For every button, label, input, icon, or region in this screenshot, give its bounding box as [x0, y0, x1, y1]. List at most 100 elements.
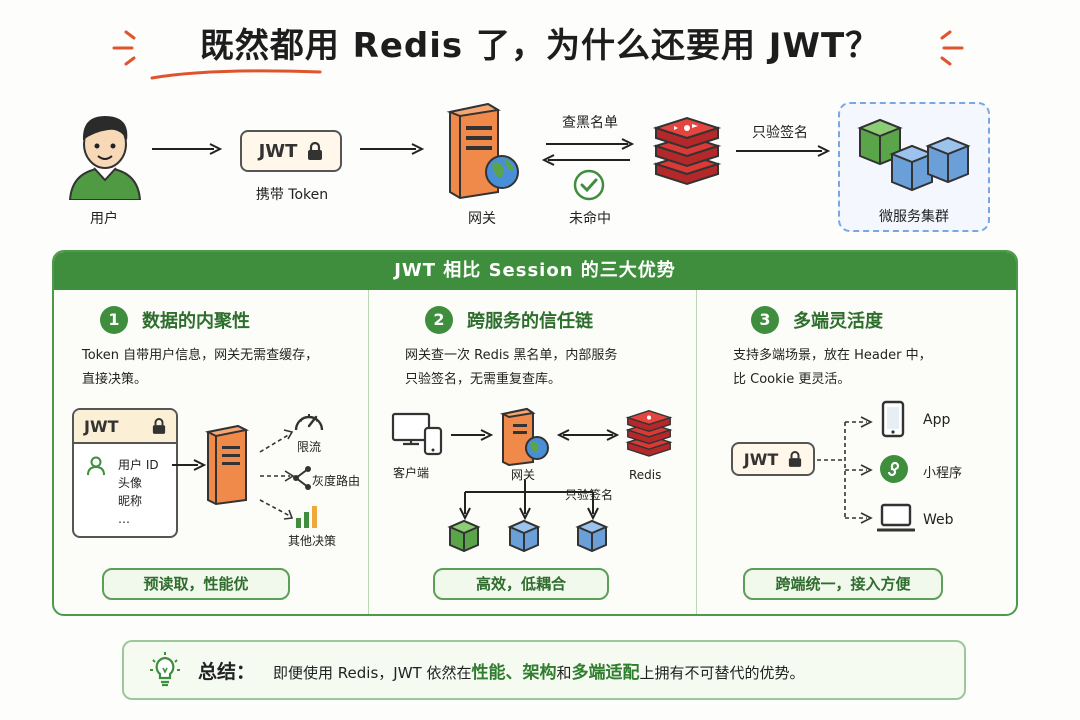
gateway-small-label: 网关: [511, 468, 536, 482]
jwt-payload-card: JWT 用户 ID 头像 昵称 …: [72, 408, 178, 538]
summary-highlight-architecture: 架构: [522, 662, 557, 683]
col1-desc-line2: 直接决策。: [82, 372, 148, 387]
col2-title-text: 跨服务的信任链: [467, 311, 593, 332]
advantage-col-1: 1 数据的内聚性 Token 自带用户信息，网关无需查缓存， 直接决策。 JWT…: [54, 290, 368, 614]
col-divider-1: [368, 290, 369, 614]
advantage-col-2: 2 跨服务的信任链 网关查一次 Redis 黑名单，内部服务 只验签名，无需重复…: [369, 290, 696, 614]
jwt-field-more: …: [118, 512, 130, 526]
check-blacklist-label: 查黑名单: [562, 115, 618, 131]
verify-signature-label: 只验签名: [752, 125, 808, 141]
arrow-user-to-jwt: [152, 143, 223, 155]
col3-title: 3 多端灵活度: [751, 306, 883, 334]
lock-icon: [308, 142, 323, 160]
jwt-card-title: JWT: [84, 416, 119, 436]
col3-title-text: 多端灵活度: [793, 311, 883, 332]
limit-label: 限流: [296, 440, 321, 454]
fanout-arrows: [459, 480, 599, 521]
carry-token-label: 携带 Token: [255, 187, 329, 203]
jwt-field-userid: 用户 ID: [118, 458, 159, 472]
miss-label: 未命中: [569, 211, 611, 227]
spark-left-icon: [112, 30, 136, 66]
summary-post: 上拥有不可替代的优势。: [639, 663, 805, 682]
cube-cluster-icon: [857, 118, 971, 192]
title-rest: Redis 了，为什么还要用 JWT？: [339, 26, 881, 66]
redis-small-icon: [625, 410, 673, 457]
arrow-check-blacklist: [541, 138, 635, 166]
advantage-col-3: 3 多端灵活度 支持多端场景，放在 Header 中， 比 Cookie 更灵活…: [697, 290, 1016, 614]
service-cube-blue-2-icon: [575, 519, 609, 553]
col2-pill: 高效，低耦合: [433, 568, 609, 600]
summary-pre: 即便使用 Redis，JWT 依然在: [273, 663, 472, 682]
gateway-server-globe-icon: [499, 407, 549, 466]
jwt-token-chip: JWT: [240, 130, 342, 172]
jwt-field-nickname: 昵称: [118, 494, 143, 508]
service-cube-green-icon: [447, 519, 481, 553]
title-wrap: 既然都用 Redis 了，为什么还要用 JWT？: [0, 18, 1080, 67]
user-label: 用户: [90, 211, 118, 227]
laptop-icon: [877, 503, 915, 532]
col3-jwt-label: JWT: [743, 449, 779, 469]
col2-desc-line2: 只验签名，无需重复查库。: [405, 372, 562, 387]
gateway-label: 网关: [468, 211, 496, 227]
service-cube-blue-icon: [507, 519, 541, 553]
col1-title: 1 数据的内聚性: [100, 306, 250, 334]
arrow-card-to-server: [172, 459, 207, 471]
lightbulb-icon: [150, 652, 180, 687]
lock-icon: [789, 451, 802, 467]
col2-number: 2: [425, 306, 453, 334]
phone-icon: [881, 400, 905, 438]
check-circle-icon: [573, 169, 605, 201]
web-label: Web: [923, 512, 954, 528]
branch-route-icon: [293, 466, 311, 490]
col-divider-2: [696, 290, 697, 614]
arrow-client-to-gateway: [451, 429, 494, 441]
gateway-server-icon: [446, 102, 519, 200]
col1-desc: Token 自带用户信息，网关无需查缓存， 直接决策。: [82, 344, 318, 392]
speedometer-icon: [294, 414, 324, 431]
summary-highlight-multiplatform: 多端适配: [571, 662, 640, 683]
summary-highlight-performance: 性能: [471, 662, 506, 683]
jwt-chip-label: JWT: [258, 140, 298, 162]
jwt-field-avatar: 头像: [118, 476, 143, 490]
jwt-card-body: 用户 ID 头像 昵称 …: [74, 444, 176, 528]
summary-mid: 和: [556, 663, 572, 682]
arrow-jwt-to-gateway: [360, 143, 425, 155]
col1-number: 1: [100, 306, 128, 334]
dashed-arrows-col1: [259, 429, 295, 520]
gray-route-label: 灰度路由: [312, 474, 361, 488]
summary-box: 总结： 即便使用 Redis，JWT 依然在性能、架构和多端适配上拥有不可替代的…: [122, 640, 966, 700]
col2-desc-line1: 网关查一次 Redis 黑名单，内部服务: [405, 348, 618, 363]
col3-desc-line1: 支持多端场景，放在 Header 中，: [733, 348, 932, 363]
arrow-redis-to-cluster: [736, 145, 831, 157]
gateway-server-small-icon: [204, 424, 250, 506]
bar-chart-icon: [296, 506, 317, 528]
col1-title-text: 数据的内聚性: [142, 311, 250, 332]
col1-desc-line1: Token 自带用户信息，网关无需查缓存，: [82, 348, 319, 363]
advantages-panel: JWT 相比 Session 的三大优势 1 数据的内聚性 Token 自带用户…: [52, 250, 1018, 616]
page-title: 既然都用 Redis 了，为什么还要用 JWT？: [200, 18, 880, 67]
arrow-gateway-redis: [556, 429, 620, 441]
other-decision-label: 其他决策: [288, 534, 337, 548]
redis-small-label: Redis: [629, 468, 662, 482]
dashed-branch-arrows: [817, 416, 873, 524]
mini-program-icon: [880, 455, 908, 483]
col3-desc: 支持多端场景，放在 Header 中， 比 Cookie 更灵活。: [733, 344, 932, 392]
col1-pill: 预读取，性能优: [102, 568, 290, 600]
col2-desc: 网关查一次 Redis 黑名单，内部服务 只验签名，无需重复查库。: [405, 344, 617, 392]
spark-right-icon: [940, 30, 964, 66]
col3-number: 3: [751, 306, 779, 334]
mini-program-label: 小程序: [923, 466, 963, 481]
title-underline: [150, 69, 322, 80]
client-devices-icon: [391, 412, 443, 456]
col3-pill: 跨端统一，接入方便: [743, 568, 943, 600]
summary-sep: 、: [505, 662, 523, 683]
title-lead: 既然都用: [199, 26, 340, 66]
client-label: 客户端: [393, 466, 430, 480]
redis-icon: [652, 116, 722, 186]
user-outline-icon: [87, 456, 105, 476]
col3-desc-line2: 比 Cookie 更灵活。: [733, 372, 851, 387]
panel-heading: JWT 相比 Session 的三大优势: [54, 252, 1016, 290]
cluster-label: 微服务集群: [879, 209, 949, 225]
app-label: App: [923, 412, 951, 428]
jwt-card-header: JWT: [74, 410, 176, 444]
